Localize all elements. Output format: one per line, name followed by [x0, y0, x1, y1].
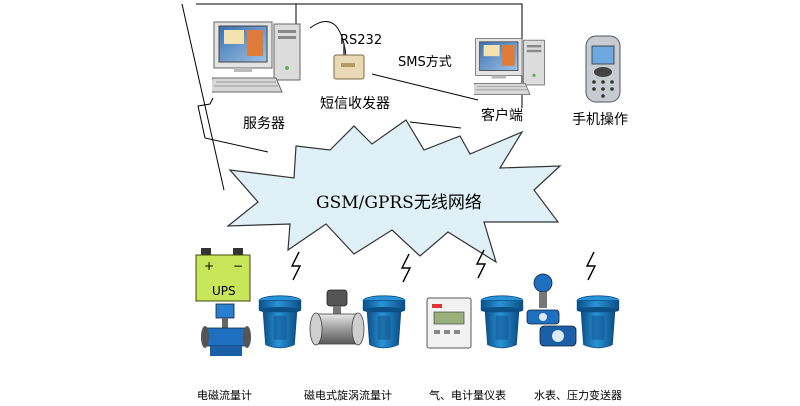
- server-pc-icon: [212, 21, 301, 93]
- network-cloud: [226, 119, 562, 264]
- lightning-icon: [290, 251, 302, 281]
- lightning-icon: [400, 253, 412, 283]
- device-labels: 电磁流量计 磁电式旋涡流量计 气、电计量仪表 水表、压力变送器: [197, 388, 622, 402]
- ups-label: UPS: [212, 284, 236, 298]
- ups-plus-label: +: [204, 259, 214, 273]
- water-meter-pressure-transmitter-icon: [526, 273, 577, 347]
- device-label-1: 电磁流量计: [197, 388, 252, 402]
- rs232-label: RS232: [340, 33, 382, 48]
- client-pc-icon: [474, 38, 545, 96]
- server-label: 服务器: [243, 116, 285, 132]
- signal-bolts: [290, 249, 597, 283]
- server-cloud-line: [197, 97, 269, 153]
- lightning-icon: [475, 249, 487, 279]
- device-label-4: 水表、压力变送器: [534, 388, 622, 402]
- rtu-terminal-3-icon: [480, 295, 524, 349]
- device-label-2: 磁电式旋涡流量计: [304, 388, 392, 402]
- rtu-terminal-2-icon: [362, 295, 406, 349]
- client-computer: [474, 38, 545, 96]
- lightning-icon: [585, 251, 597, 281]
- ups-battery: + − UPS: [195, 248, 251, 302]
- sms-line: [371, 73, 479, 101]
- device-label-3: 气、电计量仪表: [429, 388, 506, 402]
- mobile-phone-icon: [585, 35, 621, 103]
- rtu-terminal-4-icon: [576, 295, 620, 349]
- server-computer: [212, 21, 301, 93]
- sms-mode-label: SMS方式: [398, 54, 452, 70]
- network-label: GSM/GPRS无线网络: [316, 193, 482, 213]
- sms-transceiver-device: [333, 44, 365, 80]
- gas-electric-meter-icon: [426, 297, 472, 349]
- client-cloud-line: [409, 121, 462, 129]
- left-diagonal-line: [181, 3, 225, 191]
- vortex-flowmeter-icon: [309, 289, 365, 346]
- ups-minus-label: −: [233, 259, 243, 273]
- electromagnetic-flowmeter-icon: [201, 303, 251, 356]
- rtu-terminal-1-icon: [258, 295, 302, 349]
- mobile-operation-label: 手机操作: [572, 112, 628, 128]
- sms-transceiver-label: 短信收发器: [320, 96, 390, 112]
- client-label: 客户端: [481, 107, 523, 124]
